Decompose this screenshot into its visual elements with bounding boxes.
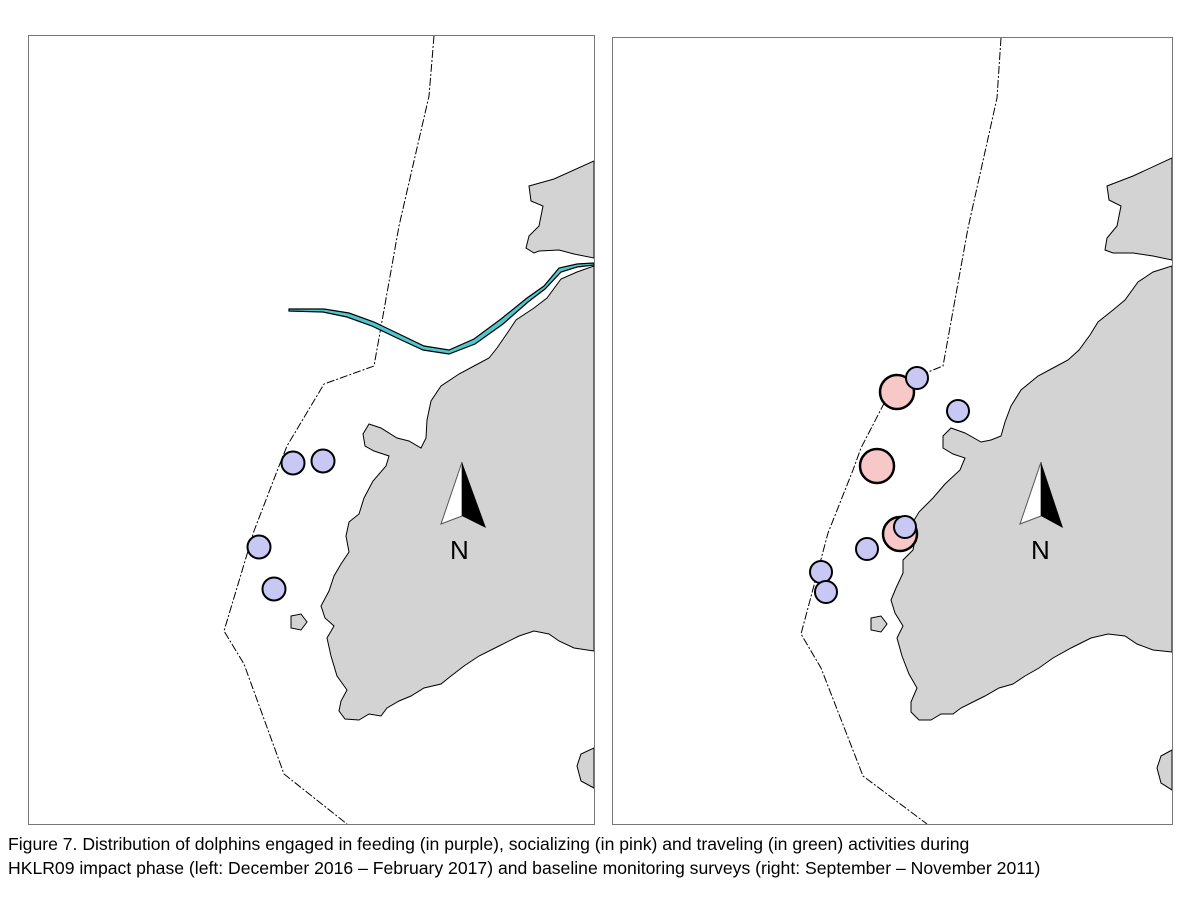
north-arrow-icon: N [1019,461,1063,565]
sighting-feeding [261,576,287,602]
north-arrow-icon: N [440,461,486,565]
sighting-feeding [946,399,970,423]
sighting-feeding [310,448,336,474]
sighting-feeding [893,515,917,539]
north-label: N [1031,535,1050,565]
sighting-feeding [905,366,929,390]
sightings-left [246,448,336,602]
survey-boundary-right [800,38,1002,824]
land-north-right [1104,157,1172,261]
caption-line-2: HKLR09 impact phase (left: December 2016… [8,858,1041,878]
land-north-left [525,160,594,259]
map-left: N [223,36,594,824]
sighting-feeding [814,580,838,604]
land-island-left [290,613,308,631]
sighting-feeding [280,450,306,476]
map-panel-right: N [612,37,1173,825]
survey-boundary-left [223,36,435,824]
sightings-right [809,366,970,604]
north-label: N [450,535,469,565]
sighting-socializing [858,447,896,485]
land-south-left [576,747,594,789]
land-island-right [870,615,888,633]
map-right: N [800,38,1172,824]
sighting-feeding [809,560,833,584]
caption-line-1: Figure 7. Distribution of dolphins engag… [8,834,970,854]
sighting-feeding [246,534,272,560]
sighting-socializing [878,373,916,411]
hklr09-alignment [288,262,594,355]
map-panel-left: N [28,35,595,825]
figure-caption: Figure 7. Distribution of dolphins engag… [8,832,1196,880]
sighting-feeding [855,537,879,561]
land-south-right [1156,749,1172,791]
